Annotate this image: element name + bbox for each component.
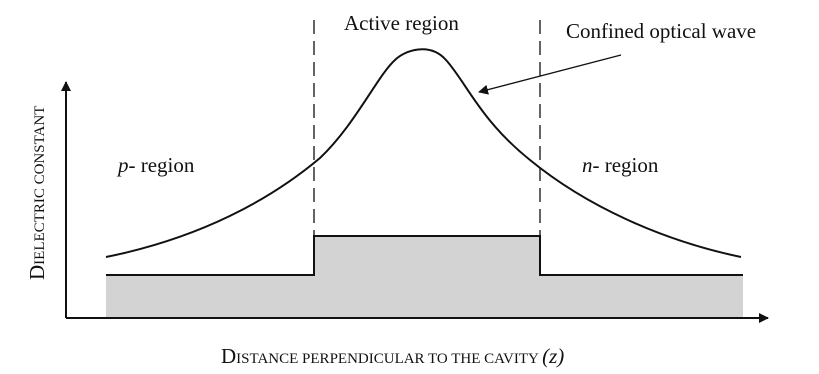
confined-wave-label: Confined optical wave <box>566 19 756 43</box>
active-region-label: Active region <box>344 11 459 35</box>
n-region-rest: - region <box>593 153 659 177</box>
wave-pointer-arrow <box>478 54 622 95</box>
y-axis-label-rest: IELECTRIC CONSTANT <box>32 106 48 265</box>
y-axis-label-initial: D <box>25 265 49 280</box>
x-axis-label-initial: D <box>221 344 236 368</box>
n-region-label: n- region <box>582 153 659 177</box>
dielectric-profile-line <box>106 235 743 276</box>
optical-wave-curve <box>105 48 742 258</box>
x-axis-label-rest: ISTANCE PERPENDICULAR TO THE CAVITY <box>236 351 542 367</box>
n-region-italic: n <box>582 153 593 177</box>
p-region-label: p- region <box>116 153 195 177</box>
y-axis-label: DIELECTRIC CONSTANT <box>25 106 49 280</box>
x-axis-label-variable: (z) <box>542 344 564 368</box>
p-region-italic: p <box>116 153 129 177</box>
x-axis-label: DISTANCE PERPENDICULAR TO THE CAVITY (z) <box>221 344 564 368</box>
dielectric-profile-fill <box>106 236 743 318</box>
p-region-rest: - region <box>129 153 195 177</box>
